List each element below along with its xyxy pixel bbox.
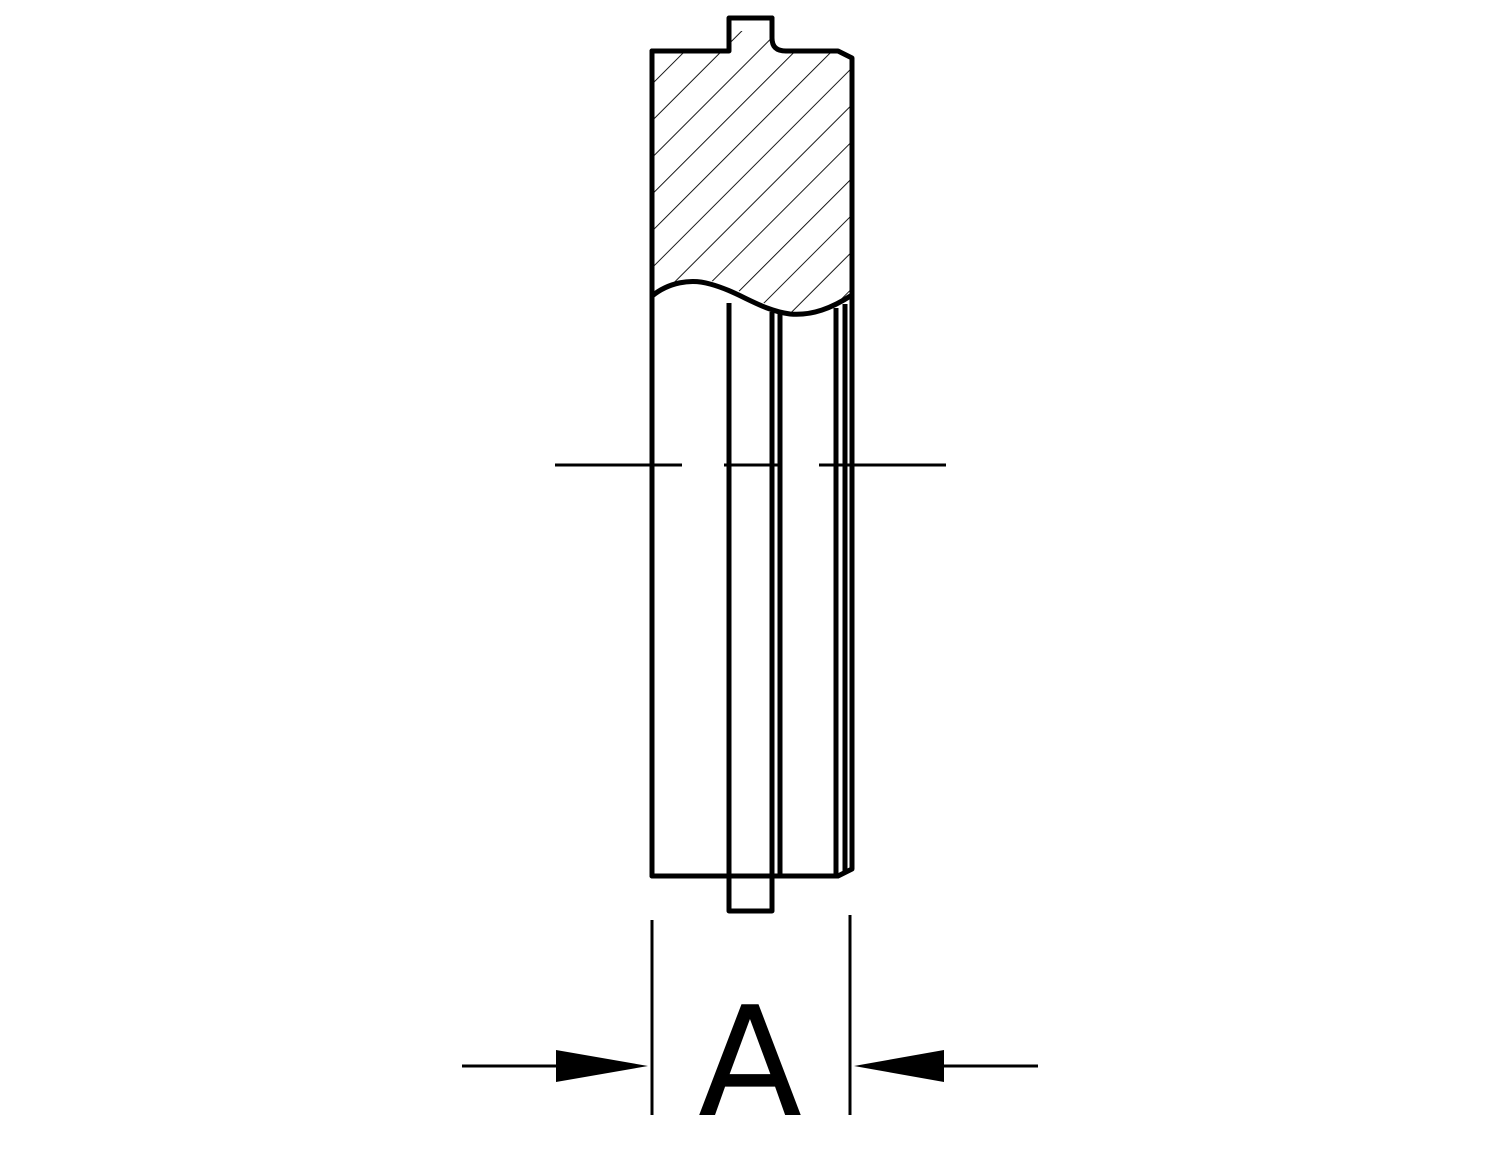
inner-lines bbox=[726, 303, 848, 876]
dimension-arrow-left bbox=[462, 1050, 648, 1082]
hatched-section bbox=[652, 31, 852, 315]
break-line bbox=[650, 279, 854, 317]
dimension-label: A bbox=[698, 974, 802, 1151]
dimension-arrow-right bbox=[854, 1050, 1038, 1082]
dimension-extension-lines bbox=[650, 915, 852, 1115]
